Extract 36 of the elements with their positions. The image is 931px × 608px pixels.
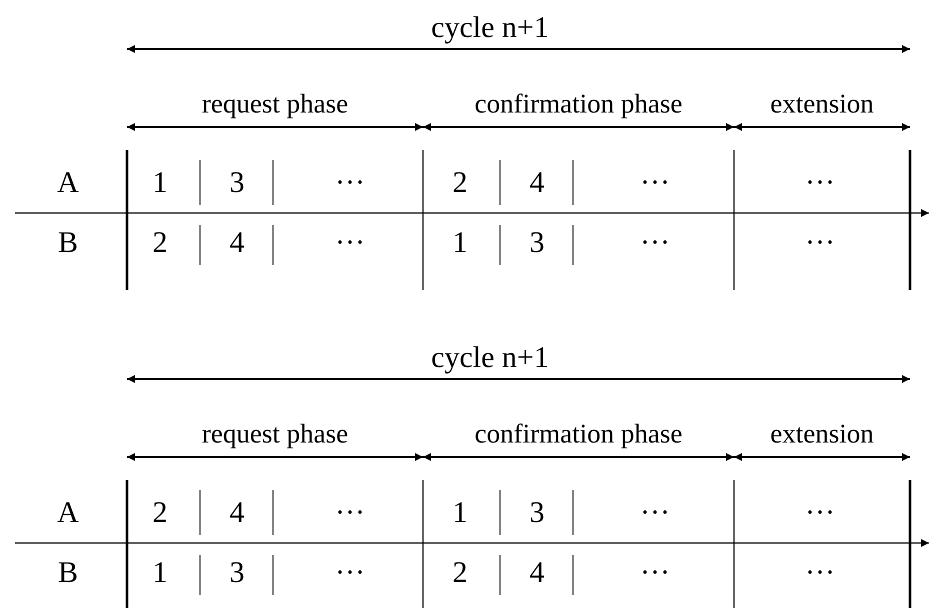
slot-label: ··· bbox=[805, 228, 835, 258]
slot-label: ··· bbox=[335, 498, 365, 528]
slot-label: ··· bbox=[335, 168, 365, 198]
slot-label: 3 bbox=[230, 168, 244, 198]
slot-label: ··· bbox=[640, 558, 670, 588]
slot-label: 2 bbox=[452, 168, 468, 198]
phase-label: confirmation phase bbox=[472, 420, 684, 448]
row-label: B bbox=[58, 228, 78, 258]
phase-label: request phase bbox=[200, 420, 350, 448]
slot-label: ··· bbox=[335, 558, 365, 588]
slot-label: ··· bbox=[640, 228, 670, 258]
slot-label: ··· bbox=[805, 498, 835, 528]
row-label: A bbox=[57, 168, 79, 198]
slot-label: 3 bbox=[530, 228, 544, 258]
slot-label: ··· bbox=[335, 228, 365, 258]
slot-label: ··· bbox=[640, 168, 670, 198]
slot-label: 4 bbox=[530, 558, 544, 588]
phase-label: request phase bbox=[200, 90, 350, 118]
slot-label: 1 bbox=[452, 498, 468, 528]
slot-label: 2 bbox=[152, 228, 168, 258]
slot-label: 1 bbox=[152, 558, 168, 588]
slot-label: 4 bbox=[230, 498, 244, 528]
slot-label: ··· bbox=[805, 168, 835, 198]
row-label: A bbox=[57, 498, 79, 528]
slot-label: 2 bbox=[152, 498, 168, 528]
slot-label: 1 bbox=[152, 168, 168, 198]
slot-label: ··· bbox=[805, 558, 835, 588]
slot-label: 3 bbox=[530, 498, 544, 528]
phase-label: confirmation phase bbox=[472, 90, 684, 118]
slot-label: ··· bbox=[640, 498, 670, 528]
slot-label: 1 bbox=[452, 228, 468, 258]
slot-label: 3 bbox=[230, 558, 244, 588]
row-label: B bbox=[58, 558, 78, 588]
slot-label: 2 bbox=[452, 558, 468, 588]
slot-label: 4 bbox=[230, 228, 244, 258]
slot-label: 4 bbox=[530, 168, 544, 198]
